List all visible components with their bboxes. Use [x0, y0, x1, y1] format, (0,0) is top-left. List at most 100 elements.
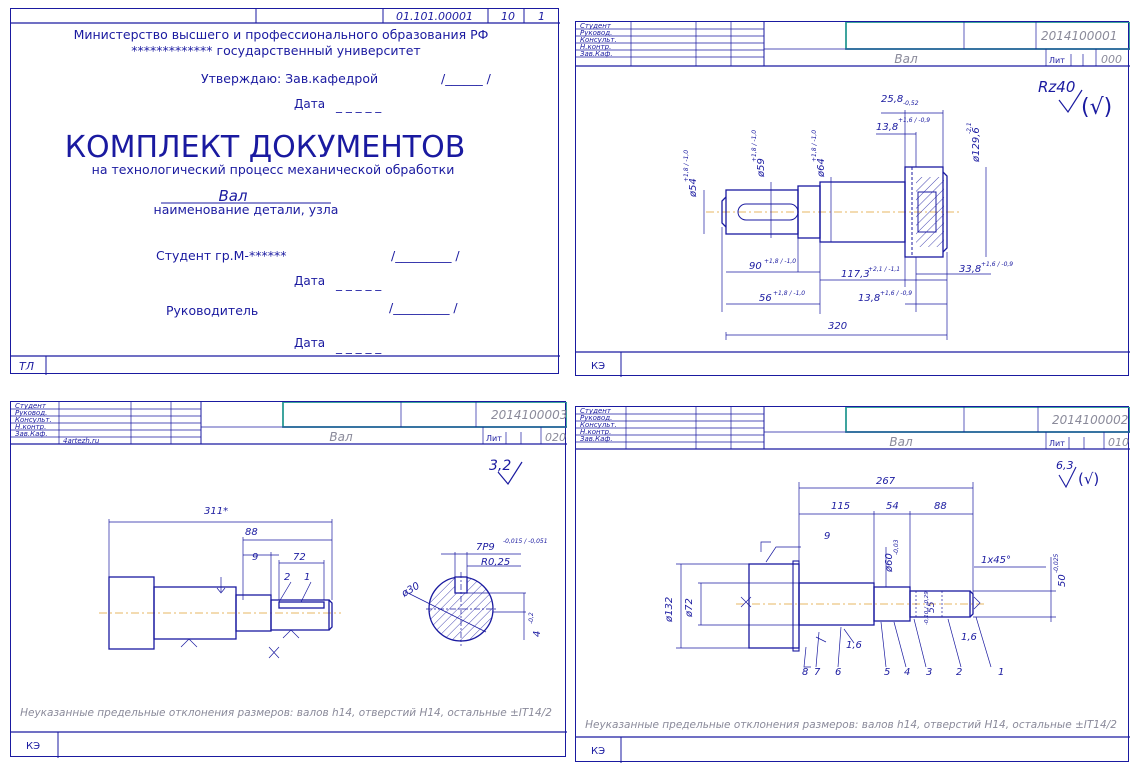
student-sign: /_________ /: [391, 248, 460, 263]
dim-7p9-dev: -0,015 / -0,051: [503, 538, 548, 545]
tolerance-note-020: Неуказанные предельные отклонения размер…: [20, 707, 552, 719]
stamp-label-consult: Консульт.: [15, 416, 52, 424]
stamp-label-dept: Зав.Каф.: [580, 435, 613, 443]
stamp-label-student: Студент: [580, 22, 612, 30]
title-n2: 1: [538, 10, 545, 23]
dim-l90-tol: +1,8 / -1,0: [764, 258, 796, 265]
stamp-email: 4artezh.ru: [63, 437, 100, 445]
lit-label-000: Лит: [1049, 56, 1065, 65]
dim-d54: ø54: [688, 178, 699, 198]
dim-l1173-tol: +2,1 / -1,1: [868, 266, 900, 273]
shaft-drawing-020: [99, 519, 341, 659]
dim-d50: 50: [1057, 574, 1068, 587]
dim-chamfer: 1x45°: [981, 555, 1011, 566]
roughness-mark-020: [497, 461, 523, 486]
dim-d60-tol: -0,03: [893, 539, 900, 555]
dim-d64: ø64: [816, 158, 827, 178]
university-text: ************* государственный университе…: [131, 43, 420, 58]
title-code: 01.101.00001: [396, 10, 473, 23]
dim-l258: 25,8: [881, 94, 903, 105]
dim-d50-tol: -0,025: [1053, 553, 1060, 573]
roughness-000: Rz40: [1038, 78, 1075, 96]
dim-l138b: 13,8: [858, 293, 880, 304]
dim-d30: ø30: [399, 581, 422, 600]
dim-d132: ø132: [664, 597, 675, 623]
approve-sign: /______ /: [441, 71, 492, 86]
date-blank-3: _ _ _ _ _: [335, 340, 382, 354]
title-sheet-graphics: 01.101.00001 10 1 Министерство высшего и…: [11, 9, 560, 375]
date-blank-1: _ _ _ _ _: [335, 99, 382, 113]
dim-l138b-tol: +1,6 / -0,9: [880, 290, 912, 297]
dim-d54-tol: +1,8 / -1,0: [683, 150, 690, 182]
dim-l1173: 117,3: [841, 269, 870, 280]
title-footer: ТЛ: [19, 360, 34, 373]
part-name: Вал: [218, 187, 247, 205]
op-number-000: 000: [1101, 53, 1122, 66]
stamp-label-head: Руковод.: [15, 409, 47, 417]
stamp-label-dept: Зав.Каф.: [15, 430, 48, 438]
op-number-010: 010: [1108, 436, 1129, 449]
dim-d1296: ø129,6: [971, 127, 982, 163]
pos-2: 2: [284, 572, 290, 583]
stamp-label-control: Н.контр.: [580, 428, 611, 436]
roughness-mark-000: [1058, 89, 1083, 114]
sheet-op-010-graphics: Студент Руковод. Консульт. Н.контр. Зав.…: [576, 407, 1130, 763]
dim-l338-tol: +1,6 / -0,9: [981, 261, 1013, 268]
shaft-drawing-000: [703, 110, 991, 340]
lit-label-010: Лит: [1049, 439, 1065, 448]
dim-l9: 9: [252, 552, 258, 563]
dim-l56-tol: +1,8 / -1,0: [773, 290, 805, 297]
sheet-op-000-graphics: Студент Руковод. Консульт. Н.контр. Зав.…: [576, 22, 1130, 377]
sheet-op-020: Студент Руковод. Консульт. Н.контр. Зав.…: [10, 401, 567, 758]
tolerance-note-010: Неуказанные предельные отклонения размер…: [585, 719, 1117, 731]
dim-l72: 72: [293, 552, 306, 563]
pos-9: 9: [824, 531, 830, 542]
dim-l88: 88: [934, 501, 947, 512]
dim-d64-tol: +1,8 / -1,0: [811, 130, 818, 162]
dim-d55: 55: [927, 601, 937, 613]
roughness-020: 3,2: [489, 458, 511, 474]
dim-d60: ø60: [884, 553, 895, 573]
stamp-block-020: Студент Руковод. Консульт. Н.контр. Зав.…: [11, 402, 567, 445]
part-name-000: Вал: [894, 52, 918, 66]
ministry-text: Министерство высшего и профессионального…: [74, 27, 489, 42]
doc-code-020: 2014100003: [491, 408, 567, 422]
dim-4: 4: [532, 631, 543, 637]
dim-l258-tol: -0,52: [903, 100, 919, 107]
doc-code-000: 2014100001: [1041, 29, 1117, 43]
dim-l115: 115: [831, 501, 850, 512]
date-label-2: Дата: [294, 274, 325, 288]
dim-l311: 311*: [204, 506, 228, 517]
stamp-label-consult: Консульт.: [580, 421, 617, 429]
roughness-010: 6,3: [1056, 459, 1074, 472]
stamp-label-dept: Зав.Каф.: [580, 50, 613, 58]
dim-d1296-tol: -2,1: [966, 122, 973, 134]
dim-d72: ø72: [684, 598, 695, 618]
dim-l338: 33,8: [959, 264, 981, 275]
stamp-label-consult: Консульт.: [580, 36, 617, 44]
op-number-020: 020: [545, 431, 566, 444]
footer-code-000: КЭ: [591, 361, 605, 372]
stamp-label-control: Н.контр.: [580, 43, 611, 51]
pos-7: 7: [814, 667, 821, 678]
title-n1: 10: [501, 10, 515, 23]
sheet-op-010: Студент Руковод. Консульт. Н.контр. Зав.…: [575, 406, 1130, 763]
pos-5: 5: [884, 667, 890, 678]
supervisor-text: Руководитель: [166, 303, 258, 318]
cross-section-020: [405, 552, 526, 646]
pos-4: 4: [904, 667, 910, 678]
roughness-mark-010: [1058, 466, 1077, 489]
stamp-label-control: Н.контр.: [15, 423, 46, 431]
dim-d59: ø59: [756, 158, 767, 178]
stamp-label-student: Студент: [15, 402, 47, 410]
rough-16b: 1,6: [961, 632, 977, 643]
pos-3: 3: [926, 667, 932, 678]
dim-l138a-tol: +1,6 / -0,9: [898, 117, 930, 124]
roughness-rest-000: (√): [1081, 95, 1112, 120]
date-label-3: Дата: [294, 336, 325, 350]
doc-code-010: 2014100002: [1052, 413, 1128, 427]
dim-d59-tol: +1,8 / -1,0: [751, 130, 758, 162]
date-label-1: Дата: [294, 97, 325, 111]
date-blank-2: _ _ _ _ _: [335, 277, 382, 291]
part-name-010: Вал: [889, 435, 913, 449]
